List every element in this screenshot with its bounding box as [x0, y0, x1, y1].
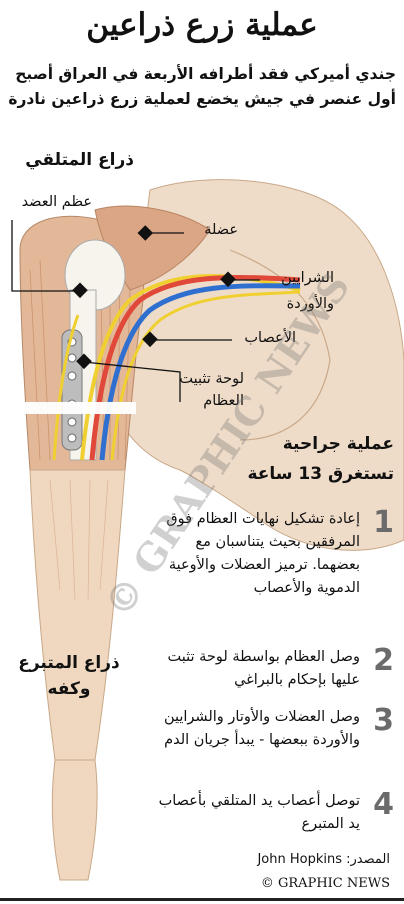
chest-contour — [229, 249, 331, 441]
step-text: توصل أعصاب يد المتلقي بأعصاب يد المتبرع — [158, 793, 360, 832]
step-4: 4 توصل أعصاب يد المتلقي بأعصاب يد المتبر… — [154, 787, 394, 836]
bottom-rule — [0, 898, 404, 901]
arm-illustration — [11, 179, 404, 881]
step-3: 3 وصل العضلات والأوتار والشرايين والأورد… — [154, 703, 394, 752]
artery-line — [89, 274, 301, 461]
page-title: عملية زرع ذراعين — [86, 7, 318, 43]
step-2: 2 وصل العظام بواسطة لوحة تثبت عليها بإحك… — [154, 643, 394, 692]
torso-shape — [119, 179, 404, 551]
transplant-seam — [18, 402, 136, 414]
label-nerves: الأعصاب — [244, 330, 296, 346]
forearm — [29, 469, 126, 761]
label-humerus: عظم العضد — [21, 194, 92, 210]
copyright: © GRAPHIC NEWS — [260, 876, 390, 891]
step-text: وصل العظام بواسطة لوحة تثبت عليها بإحكام… — [167, 649, 360, 688]
forearm-striations — [49, 479, 109, 601]
label-vessels: الشرايين والأوردة — [281, 270, 334, 312]
step-1: 1 إعادة تشكيل نهايات العظام فوق المرفقين… — [154, 505, 394, 600]
label-recipient-arm: ذراع المتلقي — [25, 150, 134, 170]
step-text: إعادة تشكيل نهايات العظام فوق المرفقين ب… — [166, 511, 360, 596]
subtitle: جندي أميركي فقد أطرافه الأربعة في العراق… — [8, 65, 396, 108]
step-number: 4 — [373, 787, 394, 822]
label-donor-arm: ذراع المتبرع وكفه — [18, 653, 120, 699]
nerve-line-2 — [52, 314, 80, 461]
procedure-heading: عملية جراحية — [282, 434, 394, 454]
procedure-duration: تستغرق 13 ساعة — [247, 464, 394, 484]
leader-markers — [72, 225, 236, 370]
step-number: 1 — [373, 505, 394, 540]
label-fixation-plate: لوحة تثبيت العظام — [179, 371, 244, 409]
step-text: وصل العضلات والأوتار والشرايين والأوردة … — [163, 709, 360, 748]
step-number: 3 — [373, 703, 394, 738]
step-number: 2 — [373, 643, 394, 678]
label-muscle: عضلة — [204, 222, 238, 238]
source-credit: المصدر: John Hopkins — [257, 852, 390, 867]
fixation-plate-shape — [61, 329, 83, 451]
hand — [51, 759, 98, 881]
